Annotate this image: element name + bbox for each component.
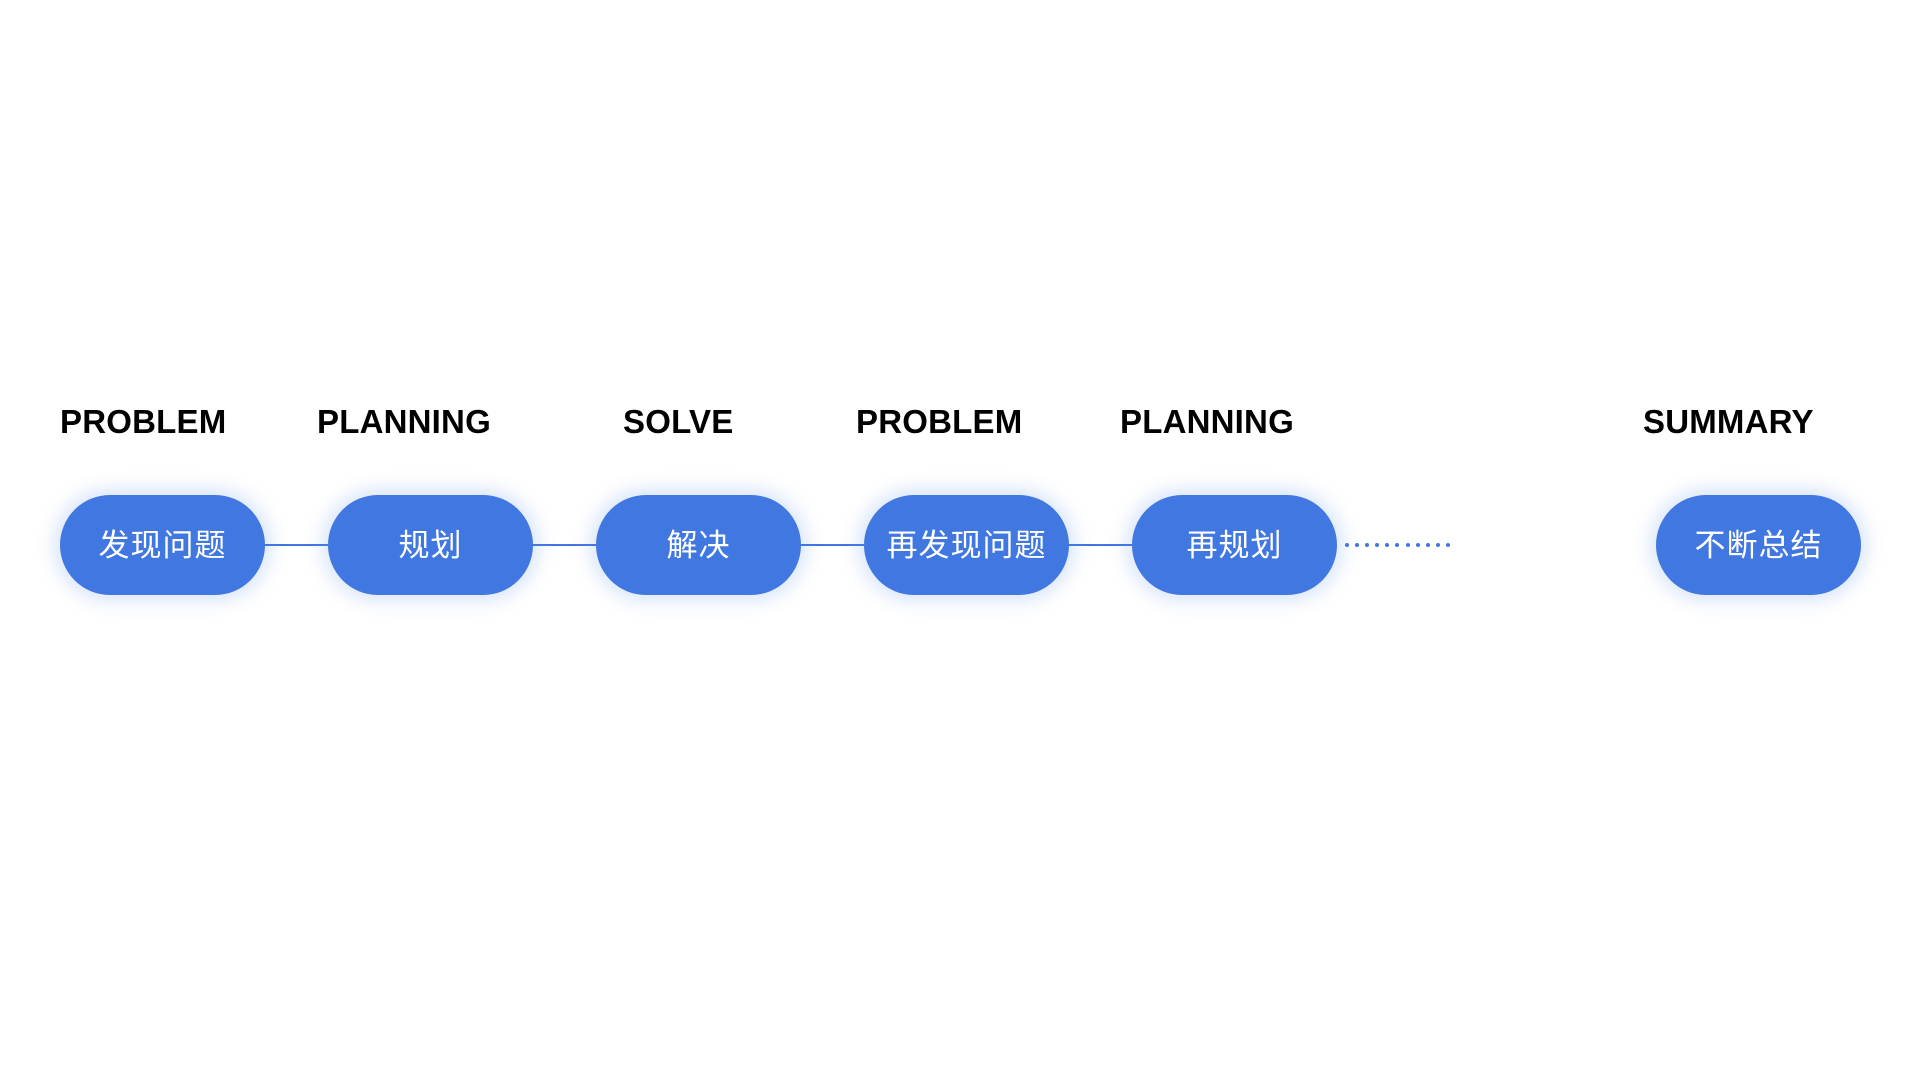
stage-label-row: PROBLEM PLANNING SOLVE PROBLEM PLANNING …: [60, 400, 1860, 470]
dot: [1445, 543, 1450, 547]
node-label: 再规划: [1186, 527, 1283, 563]
node-row: 发现问题 规划 解决 再发现问题 再规划 不断总结: [60, 495, 1861, 615]
node-label: 再发现问题: [886, 527, 1047, 563]
dot: [1395, 543, 1400, 547]
connector-discover-to-planning: [265, 544, 328, 546]
connector-planning-to-solve: [533, 544, 596, 546]
dot: [1385, 543, 1390, 547]
node-label: 发现问题: [98, 527, 227, 563]
connector-rediscover-to-replan: [1069, 544, 1132, 546]
dot: [1435, 543, 1440, 547]
dot: [1345, 543, 1349, 547]
dot: [1375, 543, 1380, 547]
stage-label-problem-2: PROBLEM: [856, 403, 1023, 440]
dot: [1415, 543, 1420, 547]
node-label: 解决: [666, 527, 731, 563]
node-discover-problem[interactable]: 发现问题: [60, 495, 265, 595]
connector-solve-to-rediscover: [801, 544, 864, 546]
dot: [1405, 543, 1410, 547]
stage-label-problem-1: PROBLEM: [60, 403, 227, 440]
process-flow: PROBLEM PLANNING SOLVE PROBLEM PLANNING …: [60, 400, 1861, 630]
node-label: 规划: [398, 527, 463, 563]
node-planning[interactable]: 规划: [328, 495, 533, 595]
node-solve[interactable]: 解决: [596, 495, 801, 595]
dotted-connector-replan-to-summary: [1345, 543, 1450, 547]
stage-label-planning-2: PLANNING: [1120, 403, 1294, 440]
dot: [1425, 543, 1430, 547]
stage-label-summary: SUMMARY: [1643, 403, 1814, 440]
node-replanning[interactable]: 再规划: [1132, 495, 1337, 595]
stage-label-solve: SOLVE: [623, 403, 734, 440]
node-label: 不断总结: [1694, 527, 1823, 563]
dot: [1355, 543, 1360, 547]
node-keep-summarizing[interactable]: 不断总结: [1656, 495, 1861, 595]
node-rediscover-problem[interactable]: 再发现问题: [864, 495, 1069, 595]
stage-label-planning-1: PLANNING: [317, 403, 491, 440]
dot: [1365, 543, 1370, 547]
